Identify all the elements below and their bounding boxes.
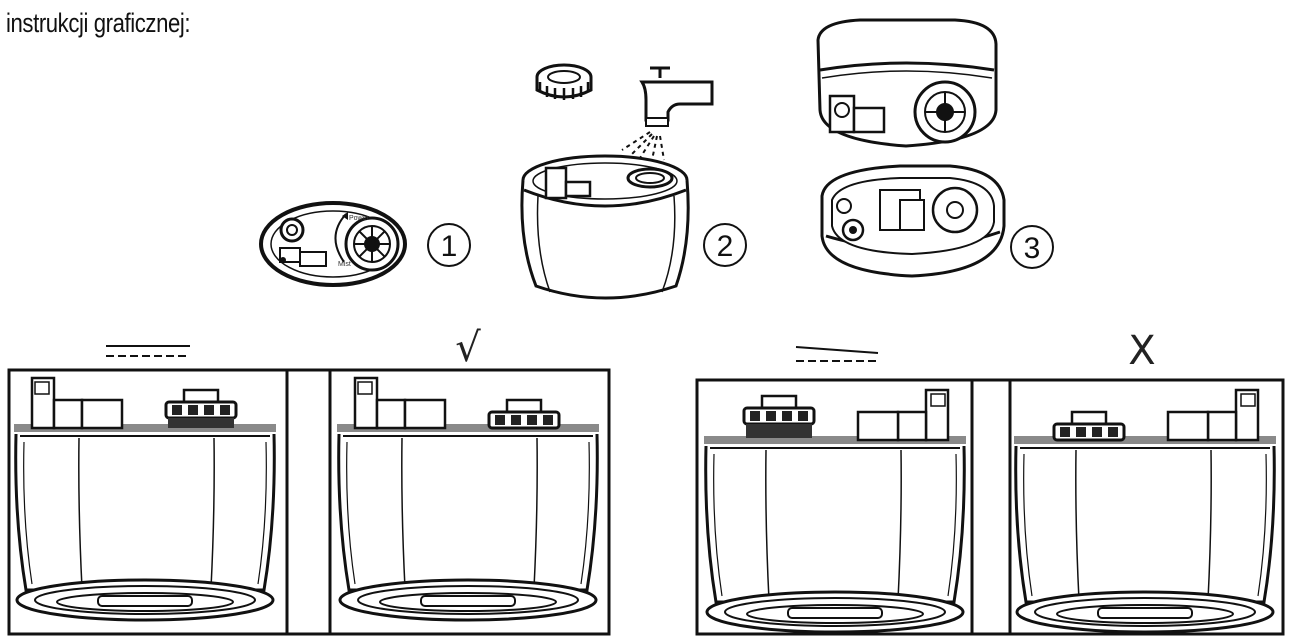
instruction-caption: instrukcji graficznej: (6, 8, 191, 38)
tilted-line-icon (795, 346, 879, 354)
step-1-illustration: Power Mist (259, 201, 407, 287)
wrong-tank-b (1012, 388, 1278, 634)
correct-panel-frame (7, 368, 611, 636)
wrong-panel-frame (695, 378, 1285, 636)
cross-mark-icon: X (1128, 328, 1155, 374)
step-3-illustration (816, 18, 1006, 278)
wrong-tank-a (702, 388, 968, 634)
step-2-number: 2 (717, 230, 734, 263)
step-2-badge (703, 223, 747, 267)
step-1-number: 1 (441, 230, 458, 263)
step-2-illustration (520, 63, 714, 300)
power-label: Power (349, 215, 370, 222)
step-3-number: 3 (1024, 232, 1041, 265)
wrong-assembly-group: X (695, 328, 1285, 636)
step-3-badge (1010, 225, 1054, 269)
correct-tank-a (12, 376, 278, 622)
correct-assembly-group: √ (7, 325, 611, 636)
correct-tank-b (335, 376, 601, 622)
mist-label: Mist (338, 261, 351, 268)
step-1-badge (427, 223, 471, 267)
check-mark-icon: √ (455, 325, 481, 371)
